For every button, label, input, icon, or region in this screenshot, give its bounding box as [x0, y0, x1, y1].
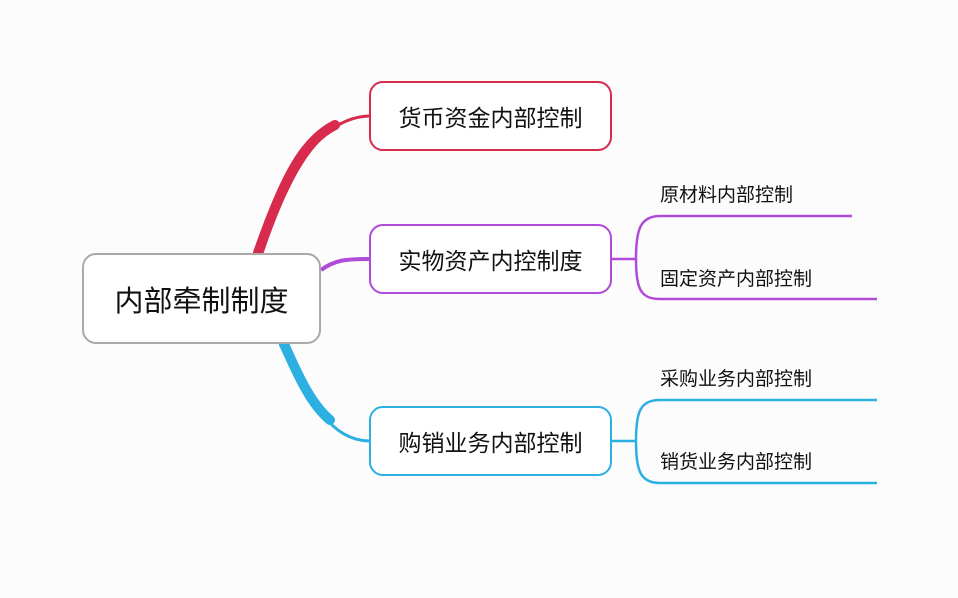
link-root-to-cash-thick — [253, 120, 340, 258]
leaf-purchasing[interactable]: 采购业务内部控制 — [660, 368, 813, 390]
branch-purchase-sales[interactable]: 购销业务内部控制 — [369, 406, 612, 476]
root-node[interactable]: 内部牵制制度 — [82, 253, 321, 344]
bracket-trade — [612, 398, 877, 485]
branch-label: 实物资产内控制度 — [398, 249, 583, 275]
bracket-assets — [612, 214, 877, 301]
branch-label: 购销业务内部控制 — [398, 431, 583, 457]
branch-label: 货币资金内部控制 — [398, 106, 583, 132]
branch-cash-control[interactable]: 货币资金内部控制 — [369, 81, 612, 151]
link-root-to-assets — [319, 257, 370, 272]
leaf-raw-materials[interactable]: 原材料内部控制 — [660, 184, 794, 206]
root-label: 内部牵制制度 — [114, 283, 289, 318]
leaf-sales[interactable]: 销货业务内部控制 — [660, 451, 813, 473]
leaf-fixed-assets[interactable]: 固定资产内部控制 — [660, 268, 813, 290]
branch-physical-assets[interactable]: 实物资产内控制度 — [369, 224, 612, 294]
link-root-to-trade-thick — [279, 339, 335, 425]
